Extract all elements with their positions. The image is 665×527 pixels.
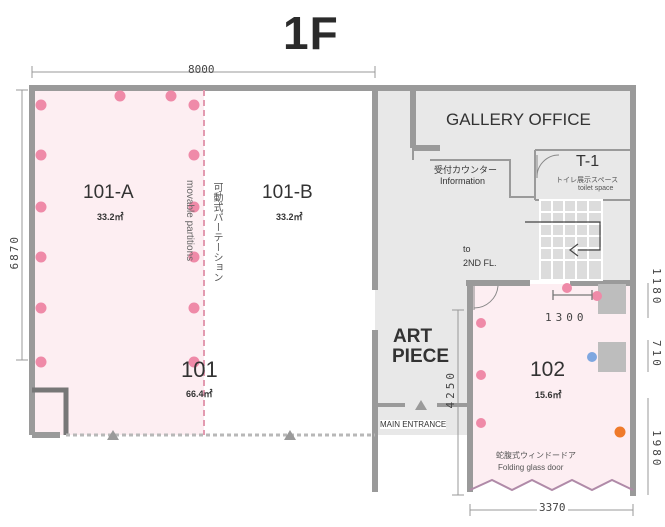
dim-102-lower: 1980: [650, 430, 663, 469]
art-piece-line1: ART: [393, 326, 433, 347]
room-101a-area: 33.2㎡: [97, 212, 124, 222]
partition-label-en: movable partitions: [184, 180, 195, 262]
stairs-label-line1: to: [463, 244, 471, 254]
reception-label-en: Information: [440, 176, 486, 186]
stairs-label-line2: 2ND FL.: [463, 258, 497, 268]
main-entrance-label: MAIN ENTRANCE: [380, 420, 447, 429]
dim-top-width: 8000: [188, 63, 215, 76]
dimension-lines: [16, 66, 649, 516]
room-101-name: 101: [181, 357, 218, 382]
folding-glass-door: [469, 478, 634, 492]
dim-102-width: 3370: [537, 501, 568, 514]
room-101b-name: 101-B: [262, 182, 313, 203]
room-101a-name: 101-A: [83, 182, 134, 203]
staircase: [539, 199, 603, 281]
dim-102-height: 4250: [444, 370, 457, 409]
floor-title: 1F: [283, 7, 339, 59]
room-101b-area: 33.2㎡: [276, 212, 303, 222]
room-102-area: 15.6㎡: [535, 390, 562, 400]
toilet-name: T-1: [576, 153, 600, 170]
gallery-office-label: GALLERY OFFICE: [446, 110, 591, 129]
orange-dot: [614, 426, 626, 438]
folding-door-label-en: Folding glass door: [498, 463, 564, 472]
room-101-area: 66.4㎡: [186, 389, 213, 399]
dim-102-window: 1300: [545, 311, 588, 324]
walls: [29, 85, 636, 496]
blue-dot: [587, 352, 597, 362]
dim-left-height: 6870: [8, 235, 21, 270]
partition-label-jp: 可動式パーテーション: [211, 182, 222, 282]
dim-102-upper: 1180: [650, 268, 663, 307]
reception-label-jp: 受付カウンター: [434, 165, 498, 175]
art-piece-line2: PIECE: [392, 346, 450, 367]
room-102-fill: [470, 284, 633, 490]
room-102-name: 102: [530, 358, 566, 381]
folding-door-label-jp: 蛇腹式ウィンドードア: [496, 451, 576, 460]
spotlight-dots: [35, 90, 602, 428]
toilet-label-jp: トイレ展示スペース: [556, 177, 619, 184]
room-101a-fill: [32, 90, 204, 435]
entrance-arrows: [107, 400, 427, 440]
toilet-label-en: toilet space: [578, 185, 614, 192]
dim-102-mid: 710: [650, 340, 663, 369]
